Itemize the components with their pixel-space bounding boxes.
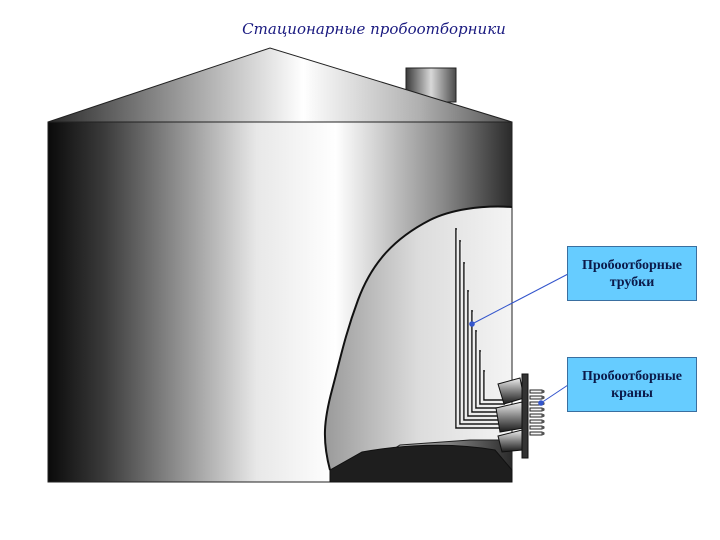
cutaway-floor [329,444,513,483]
callout-sampling-taps: Пробоотборные краны [567,357,697,412]
leader-dot-taps [538,400,544,406]
tap-knobs [541,389,545,436]
tap-handles [529,389,543,436]
sampling-tubes-highlight [456,230,486,427]
leader-dot-tubes [469,321,475,327]
cutaway-edge [323,205,513,471]
leader-line-taps [540,384,569,404]
callout-sampling-tubes: Пробоотборные трубки [567,246,697,301]
sampling-tubes [455,228,505,429]
sampling-taps [495,373,529,459]
leader-line-tubes [471,273,569,325]
diagram-title: Стационарные пробоотборники [242,20,506,38]
